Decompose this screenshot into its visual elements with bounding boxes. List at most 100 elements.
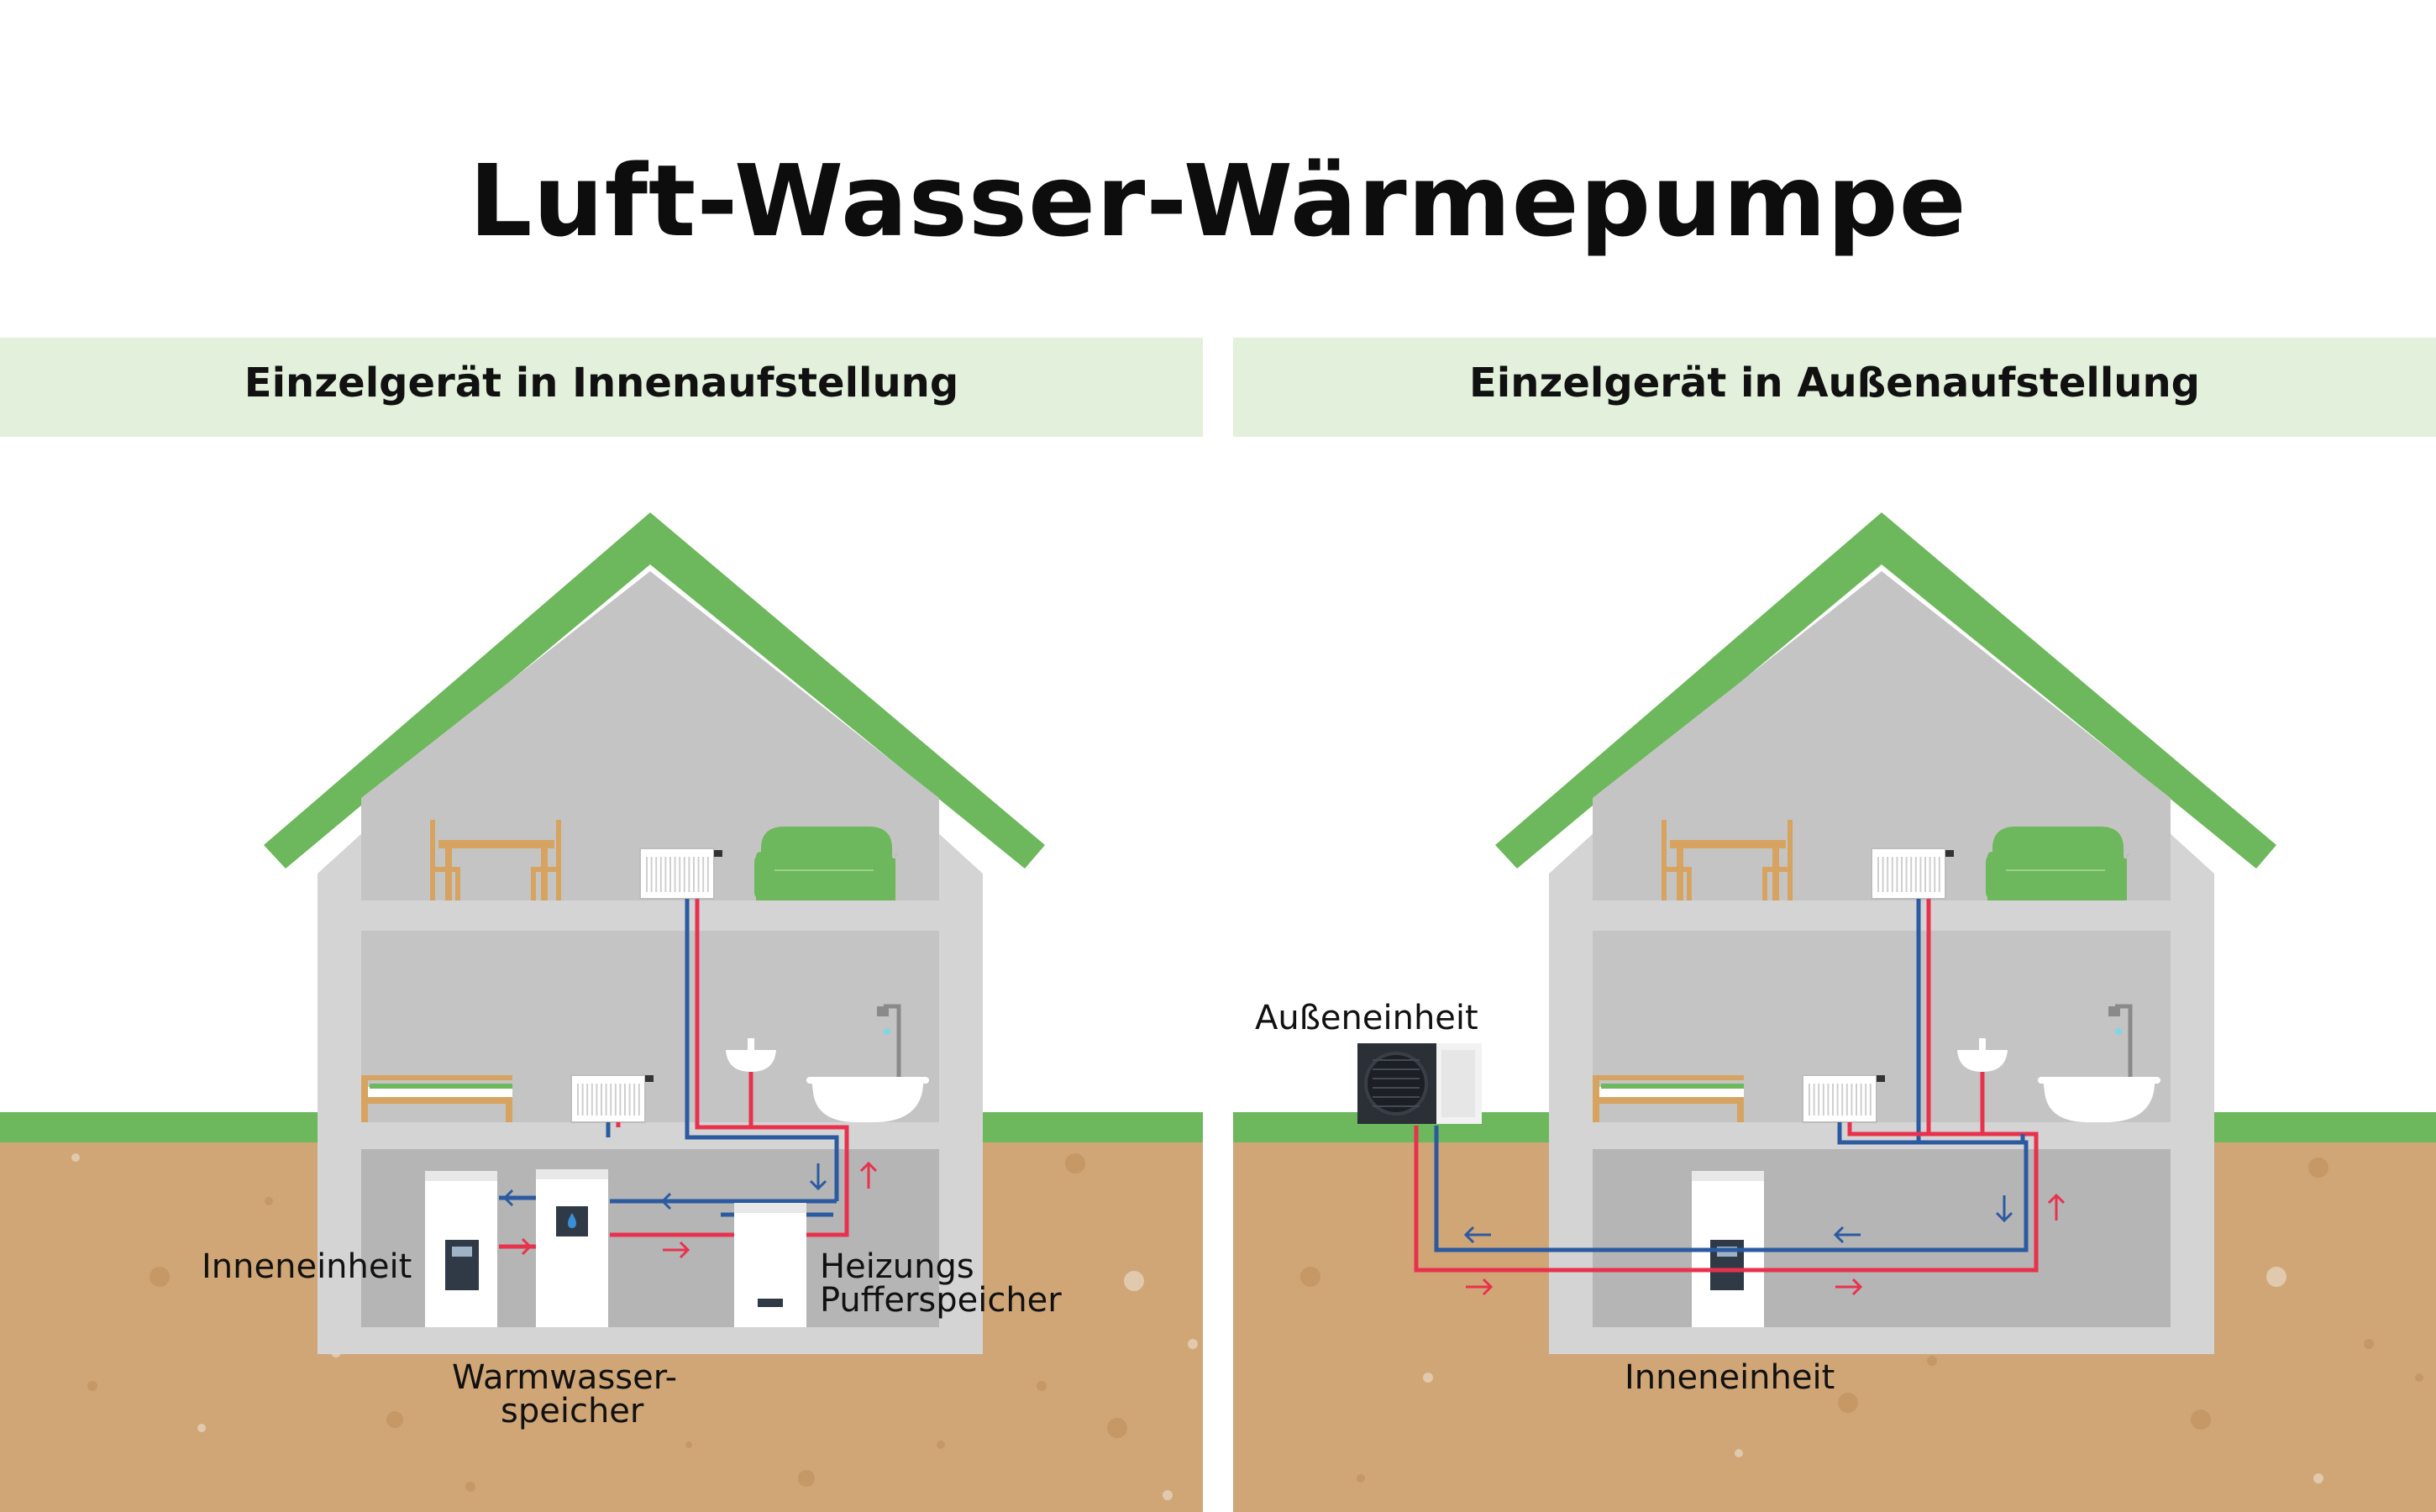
chair-left-leg bbox=[455, 872, 460, 900]
dining-table bbox=[1670, 840, 1786, 848]
label-heizungs: Heizungs bbox=[820, 1247, 974, 1286]
flow-arrow-hot bbox=[505, 1237, 533, 1256]
soil-pebble bbox=[1838, 1393, 1858, 1413]
soil-pebble bbox=[150, 1267, 170, 1287]
flow-arrow-cold bbox=[809, 1163, 827, 1191]
page-title: Luft-Wasser-Wärmepumpe bbox=[469, 143, 1967, 259]
chair-right bbox=[556, 820, 561, 900]
bathtub bbox=[2043, 1079, 2155, 1122]
pipe-hot-right bbox=[1414, 1126, 2039, 1273]
soil-pebble bbox=[197, 1424, 206, 1432]
radiator-small bbox=[1802, 1074, 1877, 1123]
flow-arrow-hot bbox=[1835, 1278, 1863, 1296]
label-speicher: speicher bbox=[501, 1392, 644, 1431]
pufferspeicher-badge bbox=[758, 1299, 783, 1307]
panel-left-heading: Einzelgerät in Innenaufstellung bbox=[244, 360, 959, 407]
chair-left bbox=[430, 820, 435, 900]
label-inneneinheit-left: Inneneinheit bbox=[202, 1247, 412, 1286]
radiator-valve bbox=[714, 850, 722, 857]
soil-pebble bbox=[71, 1153, 80, 1162]
warmwasser-unit bbox=[536, 1169, 608, 1327]
flow-arrow-hot bbox=[1466, 1278, 1494, 1296]
pipe-hot-right bbox=[1847, 1122, 1929, 1137]
house-right bbox=[1495, 512, 2276, 1354]
label-pufferspeicher: Pufferspeicher bbox=[820, 1281, 1062, 1320]
soil-pebble bbox=[2266, 1267, 2286, 1287]
soil-pebble bbox=[2364, 1339, 2374, 1349]
soil-pebble bbox=[2415, 1373, 2423, 1382]
bed-mattress bbox=[1593, 1087, 1744, 1099]
chair-right-leg bbox=[531, 872, 536, 900]
table-leg bbox=[1772, 848, 1779, 900]
label-inneneinheit-right: Inneneinheit bbox=[1625, 1358, 1835, 1397]
soil-pebble bbox=[1065, 1153, 1085, 1173]
bed-frame bbox=[361, 1097, 512, 1104]
chair-left-leg bbox=[1687, 872, 1692, 900]
flow-arrow-hot bbox=[2047, 1193, 2066, 1221]
bed-leg bbox=[1737, 1097, 1744, 1122]
label-warmwasser: Warmwasser- bbox=[452, 1358, 678, 1397]
heading-band-left bbox=[0, 338, 1203, 437]
soil-pebble bbox=[1423, 1373, 1433, 1383]
radiator-valve bbox=[1945, 850, 1954, 857]
water-drop-icon bbox=[568, 1213, 576, 1228]
pipe-cold-right bbox=[1434, 1126, 2029, 1252]
sink-faucet bbox=[1979, 1038, 1986, 1050]
soil-pebble bbox=[1735, 1449, 1743, 1457]
radiator bbox=[639, 848, 715, 900]
fan-icon bbox=[1364, 1052, 1428, 1116]
chair-right-leg bbox=[1762, 872, 1767, 900]
soil-pebble bbox=[1357, 1474, 1365, 1483]
flow-arrow-cold bbox=[502, 1189, 530, 1207]
shower-water bbox=[884, 1028, 890, 1035]
bed-frame bbox=[1593, 1097, 1744, 1104]
radiator bbox=[1871, 848, 1946, 900]
soil-pebble bbox=[1107, 1418, 1127, 1438]
flow-arrow-hot bbox=[663, 1241, 690, 1259]
flow-arrow-hot bbox=[859, 1161, 878, 1189]
bathtub-rim bbox=[2038, 1077, 2160, 1084]
inneneinheit-screen bbox=[452, 1247, 472, 1257]
bed-top bbox=[1593, 1075, 1744, 1080]
soil-pebble bbox=[2313, 1473, 2323, 1483]
dining-table bbox=[438, 840, 554, 848]
chair-right-seat bbox=[1762, 867, 1793, 872]
soil-pebble bbox=[87, 1381, 97, 1391]
soil-pebble bbox=[1188, 1339, 1198, 1349]
bed-leg bbox=[506, 1097, 512, 1122]
inneneinheit-top bbox=[425, 1171, 497, 1181]
panel-separator bbox=[1203, 378, 1233, 1512]
radiator-valve bbox=[1877, 1075, 1885, 1082]
flow-arrow-cold bbox=[1463, 1226, 1491, 1244]
pipe-cold-left bbox=[685, 899, 839, 1201]
bed-blanket bbox=[1601, 1084, 1744, 1089]
house-left bbox=[264, 512, 1045, 1354]
panel-right-heading: Einzelgerät in Außenaufstellung bbox=[1468, 360, 2201, 407]
soil-pebble bbox=[265, 1197, 273, 1205]
table-leg bbox=[541, 848, 548, 900]
bed-mattress bbox=[361, 1087, 512, 1099]
flow-arrow-cold bbox=[1995, 1195, 2013, 1223]
warmwasser-top bbox=[536, 1169, 608, 1179]
attic-room bbox=[1593, 571, 2171, 900]
chair-left bbox=[1662, 820, 1667, 900]
sink bbox=[1957, 1050, 2008, 1072]
shower-head bbox=[2108, 1006, 2120, 1016]
soil-pebble bbox=[2308, 1158, 2328, 1178]
inneneinheit-top bbox=[1692, 1171, 1764, 1181]
pufferspeicher-top bbox=[734, 1203, 806, 1213]
table-leg bbox=[1677, 848, 1683, 900]
pipe-hot-left bbox=[695, 899, 849, 1213]
flow-arrow-cold bbox=[660, 1192, 688, 1210]
ausseneinheit-side bbox=[1441, 1050, 1475, 1117]
chair-right-seat bbox=[531, 867, 561, 872]
soil-pebble bbox=[1163, 1490, 1173, 1500]
soil-pebble bbox=[2191, 1410, 2211, 1430]
heading-band-right bbox=[1233, 338, 2436, 437]
basement bbox=[1593, 1149, 2171, 1327]
bed-blanket bbox=[370, 1084, 512, 1089]
label-ausseneinheit: Außeneinheit bbox=[1255, 999, 1478, 1037]
pufferspeicher-unit bbox=[734, 1203, 806, 1327]
radiator-valve bbox=[645, 1075, 654, 1082]
